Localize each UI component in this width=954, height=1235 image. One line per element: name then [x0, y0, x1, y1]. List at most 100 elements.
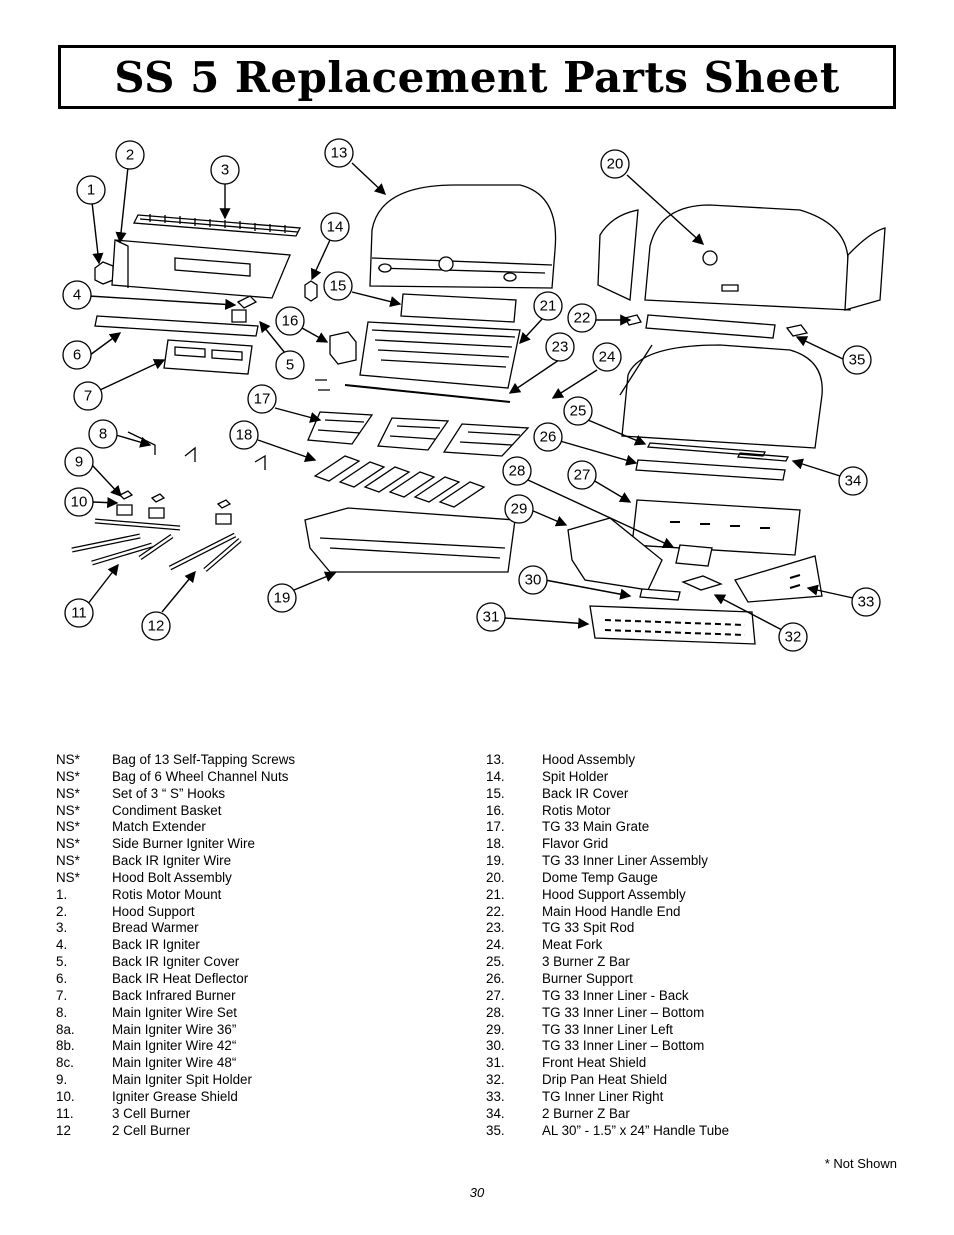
- callout-14: [320, 212, 350, 242]
- part-description: AL 30” - 1.5” x 24” Handle Tube: [542, 1122, 730, 1138]
- callout-label: 8: [99, 426, 107, 443]
- part-description: Spit Holder: [542, 768, 609, 784]
- part-number: 18.: [486, 836, 505, 852]
- callout-label: 19: [274, 590, 291, 607]
- part-number: 4.: [56, 937, 68, 953]
- part-description: 2 Cell Burner: [112, 1122, 191, 1138]
- callout-label: 7: [84, 388, 92, 405]
- spit-holder-drawing: [304, 280, 318, 302]
- parts-list-row: 6.Back IR Heat Deflector: [56, 971, 295, 988]
- rotis-motor-drawing: [329, 331, 357, 365]
- callout-7: [73, 381, 103, 411]
- part-description: Igniter Grease Shield: [112, 1088, 238, 1104]
- callout-label: 2: [126, 147, 134, 164]
- part-number: 24.: [486, 937, 505, 953]
- main-grates-drawing: [307, 411, 530, 457]
- parts-list-row: 3.Bread Warmer: [56, 920, 295, 937]
- title-box: SS 5 Replacement Parts Sheet: [58, 45, 896, 109]
- part-description: Set of 3 “ S” Hooks: [112, 785, 226, 801]
- callout-26: [533, 422, 563, 452]
- parts-list-row: 31.Front Heat Shield: [486, 1055, 729, 1072]
- part-description: Main Hood Handle End: [542, 903, 681, 919]
- callout-label: 18: [236, 427, 253, 444]
- part-number: NS*: [56, 853, 80, 869]
- parts-list-row: 8a. Main Igniter Wire 36”: [56, 1022, 295, 1039]
- callout-25: [563, 396, 593, 426]
- parts-list-row: 28.TG 33 Inner Liner – Bottom: [486, 1005, 729, 1022]
- parts-list-row: 8b. Main Igniter Wire 42“: [56, 1038, 295, 1055]
- callout-label: 14: [327, 219, 344, 236]
- parts-list-row: 25.3 Burner Z Bar: [486, 954, 729, 971]
- callout-32: [778, 622, 808, 652]
- part-description: Rotis Motor: [542, 802, 611, 818]
- part-description: Main Igniter Wire 42“: [112, 1038, 237, 1054]
- handle-tube-drawing: [645, 314, 776, 339]
- parts-list-row: 13.Hood Assembly: [486, 752, 729, 769]
- part-number: 8c.: [56, 1055, 74, 1071]
- callout-label: 17: [254, 391, 271, 408]
- part-description: Side Burner Igniter Wire: [112, 836, 255, 852]
- parts-list-row: NS*Bag of 6 Wheel Channel Nuts: [56, 769, 295, 786]
- part-description: Dome Temp Gauge: [542, 869, 658, 885]
- part-number: 34.: [486, 1105, 505, 1121]
- parts-list-row: NS*Back IR Igniter Wire: [56, 853, 295, 870]
- part-description: Back IR Heat Deflector: [112, 970, 249, 986]
- part-description: Main Igniter Wire 48“: [112, 1055, 237, 1071]
- dome-drawing: [644, 204, 851, 311]
- callout-label: 35: [849, 352, 866, 369]
- callout-35: [842, 345, 872, 375]
- callout-label: 28: [509, 463, 526, 480]
- callout-19: [267, 583, 297, 613]
- part-description: Back IR Igniter: [112, 937, 200, 953]
- part-number: 30.: [486, 1038, 505, 1054]
- parts-list-row: 9.Main Igniter Spit Holder: [56, 1072, 295, 1089]
- callout-8: [88, 419, 118, 449]
- callout-12: [141, 611, 171, 641]
- part-description: Hood Support Assembly: [542, 886, 686, 902]
- parts-list-row: 24. Meat Fork: [486, 937, 729, 954]
- callout-label: 9: [75, 454, 83, 471]
- callout-label: 1: [87, 182, 95, 199]
- firebox-drawing: [359, 321, 521, 389]
- callout-label: 6: [73, 347, 81, 364]
- not-shown-footnote: * Not Shown: [824, 1156, 897, 1171]
- page-title: SS 5 Replacement Parts Sheet: [114, 52, 840, 102]
- parts-list-row: 16.Rotis Motor: [486, 803, 729, 820]
- part-description: Drip Pan Heat Shield: [542, 1072, 668, 1088]
- callout-label: 21: [540, 298, 557, 315]
- callout-10: [64, 487, 94, 517]
- parts-list-row: 21.Hood Support Assembly: [486, 887, 729, 904]
- part-number: 15.: [486, 785, 505, 801]
- back-ir-igniter-drawing: [231, 295, 258, 323]
- part-number: 35.: [486, 1122, 505, 1138]
- inner-liner-bottom-drawing: [639, 544, 723, 601]
- callout-label: 11: [71, 605, 87, 622]
- callout-label: 3: [221, 162, 229, 179]
- callout-9: [64, 447, 94, 477]
- part-number: NS*: [56, 785, 80, 801]
- inner-liner-back-drawing: [631, 499, 801, 556]
- part-description: Meat Fork: [542, 937, 603, 953]
- part-description: Front Heat Shield: [542, 1055, 647, 1071]
- parts-list-row: NS*Match Extender: [56, 819, 295, 836]
- parts-list-row: 17.TG 33 Main Grate: [486, 819, 729, 836]
- part-description: Hood Assembly: [542, 752, 636, 767]
- callout-1: [76, 175, 106, 205]
- callout-28: [502, 456, 532, 486]
- part-number: 5.: [56, 954, 68, 970]
- callout-label: 31: [483, 609, 500, 626]
- callout-label: 29: [511, 501, 528, 518]
- callout-labels: 1 2 3 4 5 6 7 8 9 10 11 12 13 14 15 16 1…: [71, 145, 875, 646]
- part-drawings: [71, 184, 886, 645]
- part-number: 25.: [486, 954, 505, 970]
- callout-label: 24: [599, 349, 616, 366]
- part-number: NS*: [56, 802, 80, 818]
- parts-list-row: 8c. Main Igniter Wire 48“: [56, 1055, 295, 1072]
- parts-list-row: NS*Condiment Basket: [56, 803, 295, 820]
- part-description: Burner Support: [542, 970, 633, 986]
- parts-list-row: 34.2 Burner Z Bar: [486, 1106, 729, 1123]
- parts-list-row: NS*Bag of 13 Self-Tapping Screws: [56, 752, 295, 769]
- part-description: TG 33 Main Grate: [542, 819, 650, 835]
- part-description: Hood Bolt Assembly: [112, 869, 232, 885]
- callout-label: 33: [858, 594, 875, 611]
